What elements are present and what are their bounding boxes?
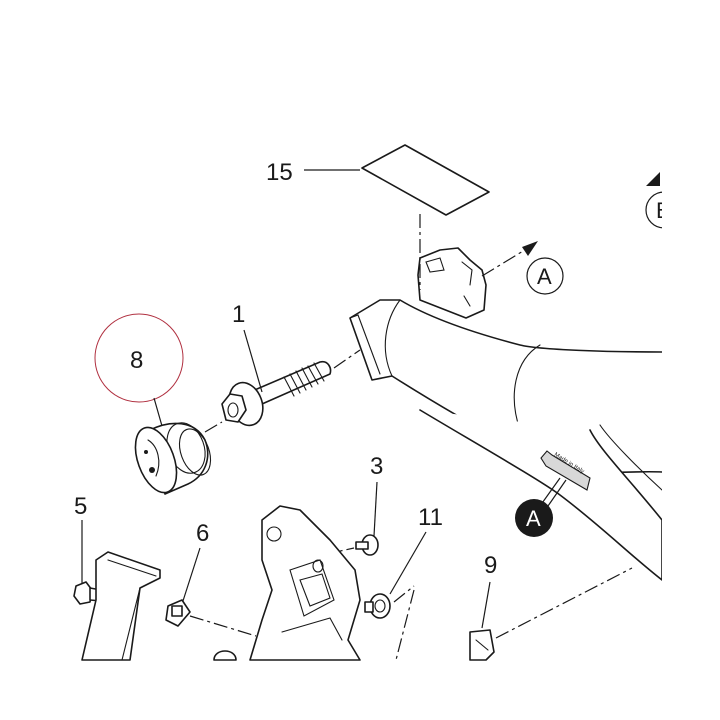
view-a-letter: A: [537, 264, 552, 289]
part-15-plate: 15: [266, 144, 490, 290]
callout-8: 8: [130, 347, 143, 374]
part-8-bushing: 8: [94, 313, 212, 495]
callout-5: 5: [74, 493, 87, 520]
part-6-clip: 6: [165, 520, 257, 637]
left-bracket: [81, 551, 161, 661]
callout-3: 3: [370, 453, 383, 480]
part-3-screw: 3: [321, 453, 383, 556]
highlight-circle: [94, 313, 184, 403]
view-a-arrow: A: [481, 241, 564, 295]
dropout-bracket: [213, 505, 361, 661]
part-1-bolt: 1: [204, 301, 361, 433]
callout-11: 11: [418, 504, 443, 531]
view-a-filled-marker: A: [515, 477, 567, 537]
callout-9: 9: [484, 552, 497, 579]
view-a-filled-letter: A: [526, 506, 541, 531]
view-a-filled-circle: [515, 499, 553, 537]
bolt-thread: [283, 362, 325, 397]
frame-tube: [349, 247, 663, 581]
view-a-circle: [526, 257, 564, 295]
callout-15: 15: [266, 159, 293, 186]
view-edge-marker: B: [645, 150, 720, 720]
part-9-guide: 9: [469, 552, 633, 661]
callout-1: 1: [232, 301, 245, 328]
callout-6: 6: [196, 520, 209, 547]
part-11-bolt: 11: [364, 504, 443, 661]
